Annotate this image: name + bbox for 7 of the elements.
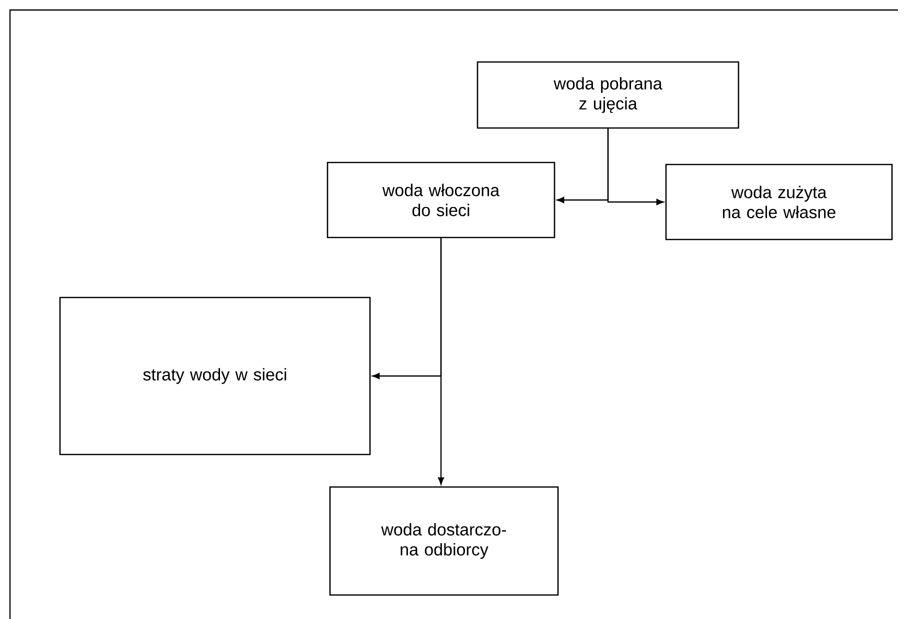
process-box: woda pobrana z ujęcia bbox=[476, 61, 740, 129]
process-box: woda dostarczo- na odbiorcy bbox=[329, 486, 559, 596]
arrow bbox=[438, 238, 444, 485]
process-box: woda zużyta na cele własne bbox=[665, 164, 893, 240]
arrow bbox=[607, 128, 664, 206]
process-box: woda włoczona do sieci bbox=[326, 162, 556, 238]
process-box: straty wody w sieci bbox=[59, 296, 371, 456]
